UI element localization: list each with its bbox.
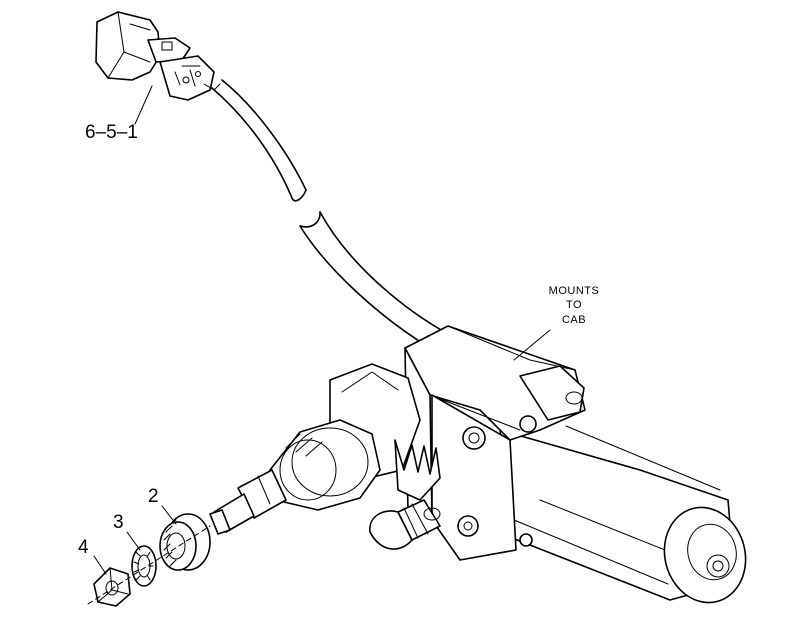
part-3-lock-washer [131, 545, 157, 587]
electrical-connector [95, 11, 221, 101]
leader-lines [93, 85, 551, 575]
callout-part-4: 4 [78, 537, 89, 558]
part-2-knurled-spacer [159, 513, 211, 571]
harness-cable-lower [299, 211, 449, 349]
assembly-axis [87, 525, 211, 605]
part-4-hex-nut [93, 567, 131, 607]
output-shaft [209, 419, 381, 535]
note-line-1: MOUNTS [549, 285, 600, 297]
harness-cable-upper [211, 79, 307, 202]
callout-part-3: 3 [113, 512, 124, 533]
motor-body [499, 425, 747, 604]
mounts-to-cab-note: MOUNTS TO CAB [549, 285, 600, 326]
note-line-2: TO [566, 299, 582, 311]
callout-connector: 6–5–1 [85, 122, 138, 143]
note-line-3: CAB [562, 314, 586, 326]
callout-part-2: 2 [148, 486, 159, 507]
bolt-cap [369, 499, 441, 550]
